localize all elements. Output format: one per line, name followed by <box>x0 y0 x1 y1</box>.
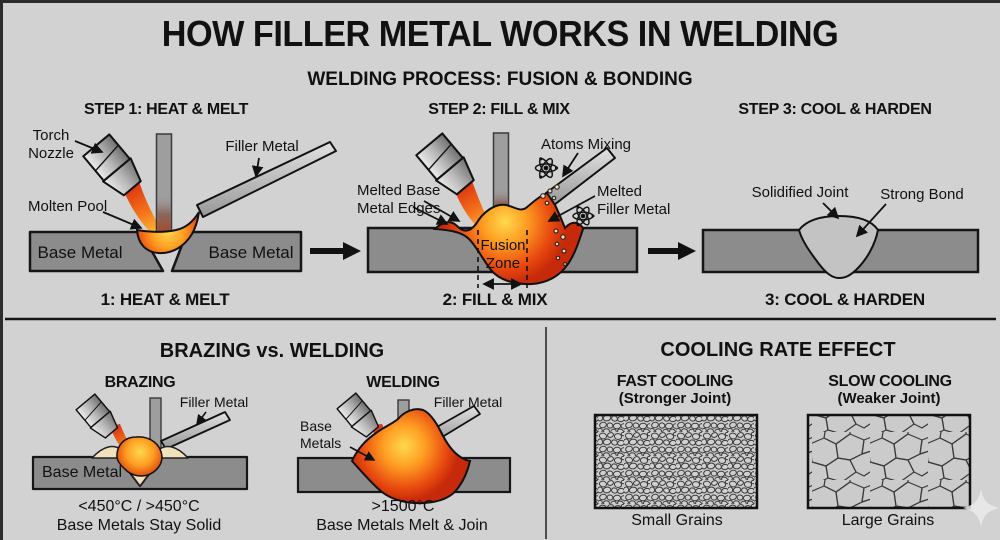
step1-caption: 1: HEAT & MELT <box>100 290 230 309</box>
welding-title: WELDING <box>366 374 440 391</box>
brazing-base-label: Base Metal <box>42 464 123 481</box>
molten-pool-shape <box>135 211 200 255</box>
molten-pool-shape <box>116 436 163 477</box>
label-arrows <box>412 152 596 225</box>
small-grains-box <box>593 413 759 510</box>
flow-arrow-right-icon <box>648 242 696 260</box>
base-metal-left-label: Base Metal <box>37 243 123 262</box>
melted-base-line2: Metal Edges <box>357 200 441 218</box>
comparison-heading: BRAZING vs. WELDING <box>159 340 385 362</box>
step3-caption: 3: COOL & HARDEN <box>765 290 925 309</box>
process-heading: WELDING PROCESS: FUSION & BONDING <box>307 69 693 90</box>
strong-bond-label: Strong Bond <box>880 186 964 203</box>
label-arrows <box>74 140 264 230</box>
atom-icon <box>534 156 559 180</box>
label-arrow <box>196 411 207 426</box>
electrode-rod <box>155 133 173 236</box>
brazing-temp: <450°C / >450°C <box>78 498 200 515</box>
fusion-zone-line1: Fusion <box>480 237 526 254</box>
welding-diagram <box>296 391 512 505</box>
mixing-bubbles <box>540 184 568 267</box>
fast-cooling-subtitle: (Stronger Joint) <box>618 390 732 407</box>
cooling-heading: COOLING RATE EFFECT <box>660 339 896 361</box>
torch-label-line1: Torch <box>32 127 70 144</box>
atoms-mixing-label: Atoms Mixing <box>540 136 632 153</box>
molten-pool-shape <box>350 408 472 505</box>
label-arrow <box>349 446 376 461</box>
step2-caption: 2: FILL & MIX <box>442 290 548 309</box>
step3-heading: STEP 3: COOL & HARDEN <box>738 101 932 118</box>
torch-nozzle-label: Torch Nozzle <box>28 127 74 164</box>
small-grains-caption: Small Grains <box>631 512 723 529</box>
melted-base-edges-label: Melted Base Metal Edges <box>357 182 440 219</box>
large-grains-box <box>806 413 972 510</box>
base-metal-right-label: Base Metal <box>208 243 294 262</box>
welding-base-label: Base Metals <box>300 418 341 452</box>
filler-rod <box>196 141 337 218</box>
welding-filler-label: Filler Metal <box>433 394 503 410</box>
solidified-joint-label: Solidified Joint <box>751 184 849 201</box>
base-metal-left-shape <box>28 230 165 273</box>
label-arrows <box>822 202 887 238</box>
welding-base-line2: Metals <box>300 435 342 452</box>
fusion-zone-label: Fusion Zone <box>480 237 525 274</box>
base-metal-right-shape <box>170 230 303 273</box>
fusion-zone-dashes <box>477 230 528 290</box>
filler-rod <box>160 411 231 450</box>
brazing-diagram <box>31 392 249 491</box>
brazing-filler-label: Filler Metal <box>179 394 249 410</box>
watermark-sparkle-icon <box>963 489 999 527</box>
melted-filler-line2: Filler Metal <box>597 201 671 219</box>
step2-heading: STEP 2: FILL & MIX <box>428 101 570 118</box>
step1-heading: STEP 1: HEAT & MELT <box>83 101 249 118</box>
step2-diagram <box>366 131 639 290</box>
filler-metal-label: Filler Metal <box>225 138 299 155</box>
flame <box>120 178 166 238</box>
slow-cooling-subtitle: (Weaker Joint) <box>837 390 941 407</box>
melted-filler-label: Melted Filler Metal <box>597 183 670 220</box>
flow-arrow-right-icon <box>310 242 361 260</box>
fast-cooling-title: FAST COOLING <box>616 373 734 390</box>
welding-temp: >1500°C <box>371 498 435 515</box>
step1-diagram <box>28 132 337 273</box>
brazing-title: BRAZING <box>104 374 176 391</box>
step3-diagram <box>701 202 980 280</box>
molten-pool-shape <box>432 191 584 286</box>
brazing-caption: Base Metals Stay Solid <box>56 517 222 534</box>
torch-label-line2: Nozzle <box>28 145 74 163</box>
molten-pool-label: Molten Pool <box>28 198 108 215</box>
page-title: HOW FILLER METAL WORKS IN WELDING <box>161 13 839 54</box>
welding-base-line1: Base <box>300 418 332 434</box>
melted-base-line1: Melted Base <box>357 182 441 199</box>
large-grains-caption: Large Grains <box>841 512 935 529</box>
fusion-zone-line2: Zone <box>485 255 521 273</box>
melted-filler-line1: Melted <box>597 183 643 200</box>
welding-caption: Base Metals Melt & Join <box>316 517 488 534</box>
slow-cooling-title: SLOW COOLING <box>828 373 952 390</box>
